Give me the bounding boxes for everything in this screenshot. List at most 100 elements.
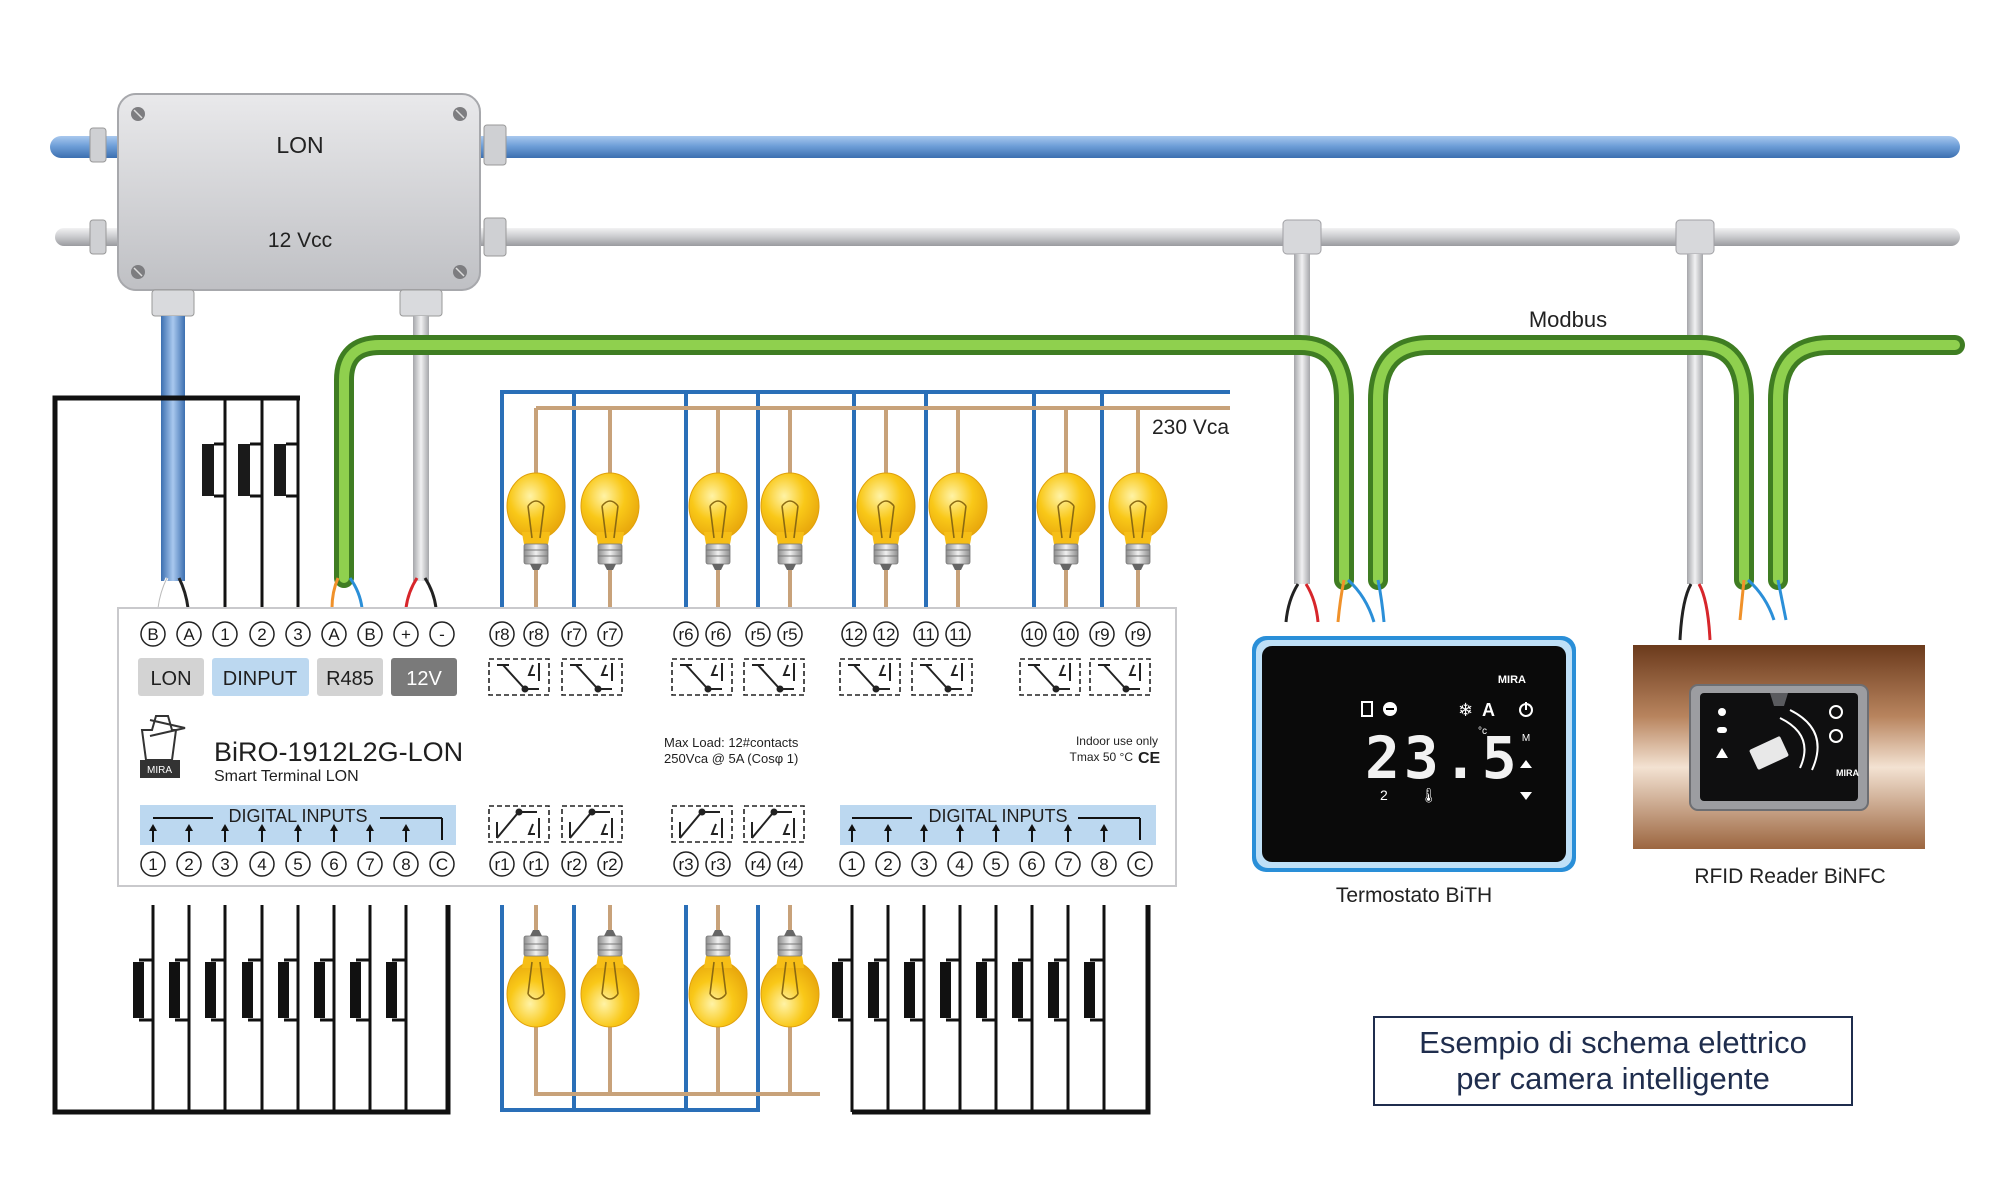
terminal-circle <box>561 851 587 877</box>
terminal-circle <box>249 851 275 877</box>
power-label: 12 Vcc <box>268 229 332 252</box>
power-drop-cable <box>413 316 429 581</box>
terminal-circle <box>140 621 166 647</box>
bulb-icon <box>1036 472 1096 571</box>
power-bus-cable <box>55 228 1960 246</box>
terminal-circle <box>212 851 238 877</box>
terminal-label: - <box>439 625 445 644</box>
terminal-label: 8 <box>1099 855 1108 874</box>
push-button-icon <box>274 444 286 496</box>
terminal-circle <box>705 851 731 877</box>
terminal-label: 11 <box>917 625 935 644</box>
terminal-label: r9 <box>1094 625 1109 644</box>
terminal-label: r8 <box>494 625 509 644</box>
mira-logo: MIRA <box>140 715 186 778</box>
group-label-lon: LON <box>150 668 191 690</box>
terminal-label: r1 <box>528 855 543 874</box>
push-button-icon <box>238 444 250 496</box>
terminal-label: r9 <box>1130 625 1145 644</box>
terminal-circle <box>1125 621 1151 647</box>
terminal-label: 6 <box>1027 855 1036 874</box>
terminal-circle <box>875 851 901 877</box>
terminal-circle <box>597 621 623 647</box>
digital-inputs-right: DIGITAL INPUTS <box>840 805 1156 845</box>
terminal-label: r7 <box>566 625 581 644</box>
terminal-label: r6 <box>678 625 693 644</box>
right-common-loop <box>852 905 1151 1115</box>
digital-inputs-left: DIGITAL INPUTS <box>140 805 456 845</box>
push-button-icon <box>350 962 361 1018</box>
terminal-label: A <box>183 625 195 644</box>
terminal-label: C <box>436 855 448 874</box>
terminal-label: r2 <box>566 855 581 874</box>
terminal-circle <box>1089 621 1115 647</box>
terminal-label: 7 <box>1063 855 1072 874</box>
terminal-circle <box>393 851 419 877</box>
terminal-circle <box>1091 851 1117 877</box>
bulb-icon <box>760 929 820 1028</box>
diagram-title-box: Esempio di schema elettrico per camera i… <box>1373 1016 1853 1106</box>
push-button-icon <box>832 962 843 1018</box>
terminal-label: A <box>328 625 340 644</box>
terminal-circle <box>357 851 383 877</box>
terminal-circle <box>745 621 771 647</box>
terminal-circle <box>983 851 1009 877</box>
terminal-label: B <box>147 625 158 644</box>
push-button-icon <box>169 962 180 1018</box>
thermometer-icon: 🌡 <box>1420 788 1438 804</box>
terminal-circle <box>777 851 803 877</box>
terminal-label: 12 <box>845 625 864 644</box>
terminal-circle <box>673 621 699 647</box>
terminal-label: 12 <box>877 625 896 644</box>
push-button-icon <box>314 962 325 1018</box>
push-button-icon <box>1048 962 1059 1018</box>
terminal-label: 1 <box>148 855 157 874</box>
terminal-label: r5 <box>782 625 797 644</box>
indoor-line2: Tmax 50 °C <box>1070 750 1134 764</box>
terminal-circle <box>357 621 383 647</box>
thermostat-unit: °c <box>1478 726 1487 737</box>
dinput-top-buttons <box>223 398 300 608</box>
bulb-icon <box>580 472 640 571</box>
lamps-top <box>506 472 1168 571</box>
terminal-label: r2 <box>602 855 617 874</box>
diagram-title-line2: per camera intelligente <box>1456 1061 1770 1096</box>
terminal-label: 3 <box>220 855 229 874</box>
terminal-label: r5 <box>750 625 765 644</box>
lamps-bottom-set <box>506 929 820 1028</box>
left-power-loop <box>52 395 451 1115</box>
push-button-icon <box>1012 962 1023 1018</box>
di-left-buttons <box>133 905 408 1112</box>
power-tee-thermostat <box>1282 219 1322 584</box>
terminal-circle <box>777 621 803 647</box>
di-right-buttons <box>832 905 1106 1112</box>
push-button-icon <box>1084 962 1095 1018</box>
bulb-icon <box>760 472 820 571</box>
bulb-icon <box>688 472 748 571</box>
terminal-label: 10 <box>1057 625 1076 644</box>
thermostat-display: 23.5 <box>1365 724 1521 792</box>
terminal-label: 3 <box>919 855 928 874</box>
terminal-circle <box>285 851 311 877</box>
terminal-label: 11 <box>949 625 967 644</box>
thermostat-window-icon <box>1361 701 1373 717</box>
terminal-label: r4 <box>750 855 765 874</box>
terminal-label: 8 <box>401 855 410 874</box>
terminal-label: r4 <box>782 855 797 874</box>
terminal-circle <box>673 851 699 877</box>
bulb-icon <box>506 472 566 571</box>
terminal-label: r6 <box>710 625 725 644</box>
rfid-caption: RFID Reader BiNFC <box>1694 865 1885 888</box>
max-load-line1: Max Load: 12#contacts <box>664 735 799 750</box>
thermostat-mode-letter: A <box>1482 700 1495 720</box>
terminal-label: r1 <box>494 855 509 874</box>
terminal-circle <box>745 851 771 877</box>
bulb-icon <box>506 929 566 1028</box>
terminal-label: 1 <box>847 855 856 874</box>
terminal-circle <box>212 621 238 647</box>
terminal-label: 2 <box>883 855 892 874</box>
